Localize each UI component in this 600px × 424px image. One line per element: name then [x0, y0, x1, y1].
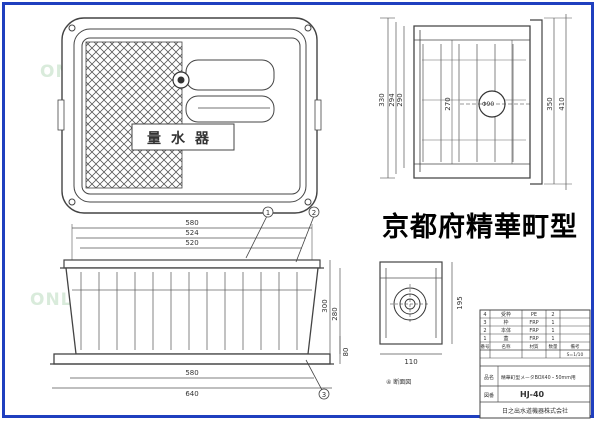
table-header-name: 名称 [502, 343, 511, 350]
table-header-qty: 数量 [549, 343, 558, 350]
part-row-2-name: 本体 [501, 327, 511, 334]
front-elevation [50, 206, 341, 400]
part-row-2-material: FRP [529, 328, 538, 334]
part-row-3-qty: 1 [551, 320, 554, 326]
plan-view [57, 17, 322, 214]
table-company: 日之出水道機器株式会社 [502, 407, 568, 415]
side-dim-290: 290 [396, 93, 404, 106]
dim-640: 640 [185, 390, 198, 398]
table-name-label: 品名 [484, 374, 494, 381]
dim-280: 280 [331, 307, 339, 320]
part-row-3-name: 枠 [503, 319, 508, 326]
dim-520: 520 [185, 239, 198, 247]
dim-80: 80 [342, 348, 350, 357]
dim-580-bottom: 580 [185, 369, 198, 377]
part-row-1-no: 1 [483, 336, 486, 342]
side-view [380, 14, 572, 190]
part-row-1-material: FRP [529, 336, 538, 342]
detail-section [379, 261, 453, 355]
side-dim-294: 294 [388, 93, 396, 107]
detail-dim-110: 110 [404, 358, 417, 366]
part-row-1-name: 蓋 [503, 335, 508, 342]
part-row-2-qty: 1 [551, 328, 554, 334]
lid-label: 量水器 [147, 130, 219, 147]
detail-label: ④ 断面図 [386, 378, 411, 386]
dim-524: 524 [185, 229, 199, 237]
callout-1: 1 [266, 209, 270, 217]
side-dim-330: 330 [378, 93, 386, 106]
part-row-4-name: 受枠 [501, 311, 511, 318]
side-hole-dim: Φ90 [482, 101, 495, 108]
table-header-no: 番号 [481, 343, 490, 350]
dim-300: 300 [321, 299, 329, 312]
table-header-note: 備考 [571, 343, 580, 350]
page-title: 京都府精華町型 [382, 212, 578, 243]
detail-dim-195: 195 [456, 296, 464, 309]
part-row-2-no: 2 [483, 328, 486, 334]
callout-3: 3 [322, 391, 326, 399]
table-header-material: 材質 [530, 343, 539, 350]
parts-table [479, 309, 591, 419]
part-row-4-qty: 2 [551, 312, 554, 318]
part-row-1-qty: 1 [551, 336, 554, 342]
part-row-3-no: 3 [483, 320, 486, 326]
sheet-border [2, 2, 594, 418]
callout-2: 2 [312, 209, 316, 217]
table-code-label: 図番 [484, 392, 494, 399]
side-dim-410: 410 [558, 97, 566, 110]
table-scale: S=1/10 [567, 352, 584, 358]
table-product-name: 精華町型メータBOX40・50mm用 [501, 374, 576, 381]
part-row-3-material: FRP [529, 320, 538, 326]
side-dim-270: 270 [444, 97, 452, 110]
table-code: HJ-40 [520, 390, 545, 399]
part-row-4-material: PE [531, 312, 537, 318]
part-row-4-no: 4 [483, 312, 486, 318]
side-dim-350: 350 [546, 97, 554, 110]
dim-580-top: 580 [185, 219, 198, 227]
